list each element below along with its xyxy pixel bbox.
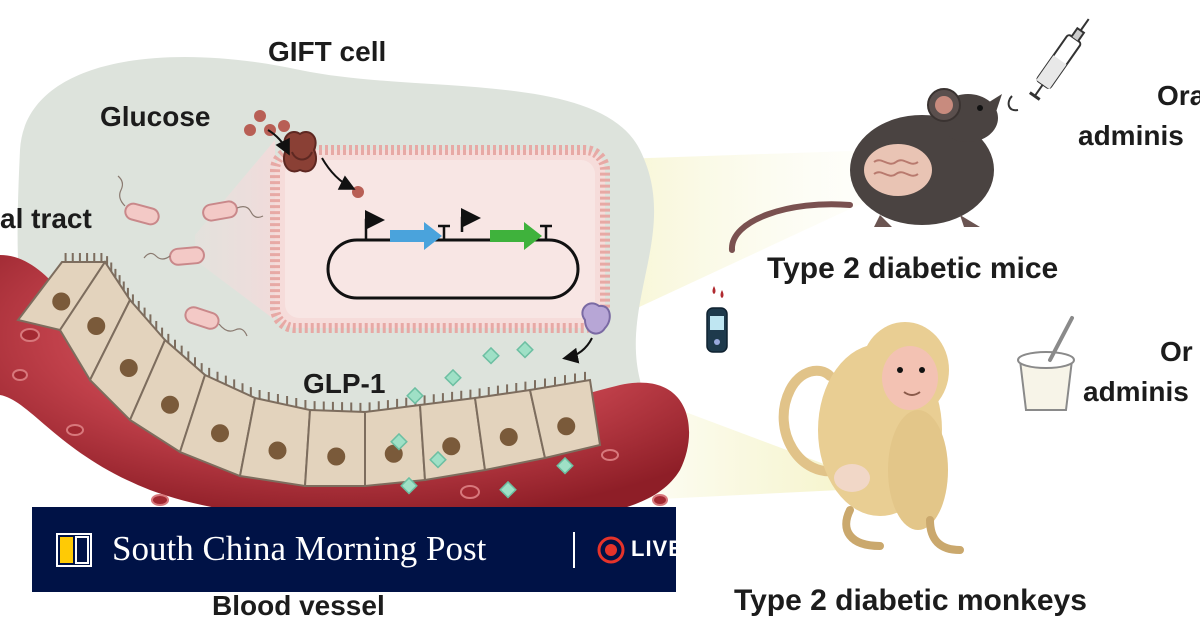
terminator-2-icon: [540, 224, 552, 240]
yogurt-cup-icon: [1017, 316, 1075, 411]
glucose-internal-arrow-icon: [321, 157, 356, 190]
live-record-icon: [597, 536, 625, 564]
secretion-pore-icon: [581, 302, 611, 335]
microvilli: [131, 294, 164, 337]
microvilli: [64, 253, 103, 262]
glp1-label: GLP-1: [303, 368, 386, 399]
cell-nucleus: [52, 292, 71, 311]
microvilli: [478, 381, 527, 398]
cell-nucleus: [268, 441, 287, 460]
red-blood-cells: [12, 328, 668, 506]
cell-nucleus: [87, 317, 106, 335]
plasmid: [326, 238, 580, 300]
oral-admin-bottom-line2: adminis: [1083, 376, 1189, 407]
mice-label: Type 2 diabetic mice: [767, 252, 1059, 285]
monkey-icon: [778, 322, 964, 554]
scmp-logo-icon: [56, 533, 92, 567]
syringe-icon: [1028, 18, 1090, 101]
oral-admin-bottom-line1: Or: [1160, 336, 1193, 367]
publication-name: South China Morning Post: [112, 529, 487, 568]
secretion-arrow-icon: [562, 337, 593, 364]
oral-admin-top-line2: adminis: [1078, 120, 1184, 151]
cell-nucleus: [442, 437, 461, 456]
microvilli: [106, 256, 129, 297]
glucose-transporter-icon: [282, 131, 318, 173]
cell-nucleus: [557, 417, 576, 436]
syringe-tip-icon: [1007, 95, 1019, 112]
banner-divider: [573, 532, 575, 568]
live-label[interactable]: LIVE: [631, 536, 684, 561]
gift-cell-label: GIFT cell: [268, 36, 387, 67]
glucose-label: Glucose: [100, 101, 211, 132]
microvilli: [167, 333, 203, 373]
monkeys-label: Type 2 diabetic monkeys: [734, 584, 1087, 617]
cell-nucleus: [161, 395, 179, 414]
terminator-1-icon: [438, 224, 450, 240]
microvilli: [258, 390, 307, 409]
promoter-1-icon: [364, 210, 385, 240]
cell-nucleus: [327, 447, 346, 466]
oral-admin-top-line1: Ora: [1157, 80, 1200, 111]
cell-nucleus: [119, 359, 138, 377]
microvilli: [313, 401, 362, 412]
microvilli: [208, 367, 252, 397]
blood-vessel-label: Blood vessel: [212, 590, 385, 621]
intestinal-tract-label: al tract: [0, 203, 92, 234]
cell-nucleus: [499, 428, 518, 446]
glucose-in-arrow-icon: [267, 129, 290, 156]
glucometer-icon: [706, 286, 728, 353]
microvilli: [368, 396, 417, 412]
promoter-2-icon: [460, 208, 481, 232]
glp1-gene-icon: [490, 222, 542, 250]
microvilli: [534, 371, 586, 390]
zoom-funnel: [195, 140, 275, 320]
bacteria-flagella: [117, 175, 264, 337]
mouse-icon: [729, 88, 1002, 253]
sensor-gene-icon: [390, 222, 442, 250]
publication-banner[interactable]: South China Morning Post LIVE: [32, 507, 683, 592]
microvilli: [423, 389, 472, 405]
cell-nucleus: [211, 424, 229, 443]
beam-to-monkeys: [640, 395, 840, 500]
glp1-molecules-icon: [390, 340, 574, 499]
bacteria: [124, 200, 238, 330]
